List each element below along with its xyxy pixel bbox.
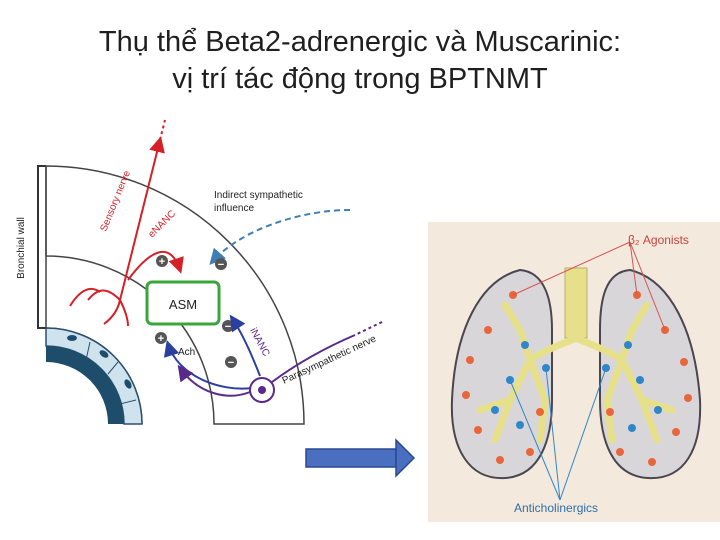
sensory-branch: [69, 287, 101, 307]
plus-sign: +: [159, 256, 165, 268]
sensory-branch: [119, 299, 129, 327]
asm-label: ASM: [169, 297, 197, 312]
cell-divider: [107, 361, 119, 375]
bronchial-diagram: Bronchial wall Sensory nerve eNANC Indir…: [16, 119, 383, 425]
receptor-dots: [462, 291, 692, 466]
enanc-label: eNANC: [146, 208, 178, 240]
cell-divider: [85, 341, 91, 361]
airway-tree: [476, 301, 676, 444]
plus-sign: +: [158, 333, 164, 345]
epithelial-cell: [124, 379, 132, 389]
indirect-sympathetic-label-line1: Indirect sympathetic: [214, 190, 303, 201]
enanc-arrow: [127, 250, 184, 281]
right-lung: [599, 268, 702, 480]
indirect-sympathetic-label-line2: influence: [214, 203, 254, 214]
ach-arrow: [163, 340, 253, 390]
postganglionic-arrow: [177, 364, 251, 397]
cell-divider: [119, 399, 137, 405]
agonist-leader-lines: [512, 241, 666, 331]
sensory-branch: [87, 289, 121, 301]
bronchial-wall-label: Bronchial wall: [16, 217, 27, 279]
epithelial-cell: [99, 350, 109, 358]
minus-sign: −: [225, 321, 231, 333]
ganglion-nucleus: [258, 386, 266, 394]
plus-sign-icon: [156, 255, 168, 267]
title-line-1: Thụ thể Beta2-adrenergic và Muscarinic:: [98, 26, 622, 58]
anticholinergics-label: Anticholinergics: [514, 501, 598, 515]
beta2-agonists-label: β₂ Agonists: [628, 233, 689, 247]
epithelium-dark-band: [46, 346, 124, 424]
parasympathetic-dotted: [354, 321, 383, 336]
epithelial-cell: [67, 335, 77, 341]
minus-sign: −: [228, 357, 234, 369]
anticholinergic-leader-lines: [509, 367, 607, 501]
minus-sign-icon: [215, 258, 227, 270]
page-title: Thụ thể Beta2-adrenergic và Muscarinic: …: [0, 24, 720, 98]
minus-sign-icon: [225, 356, 237, 368]
indirect-sympathetic-arrow: [209, 209, 351, 266]
inanc-arrow: [229, 314, 261, 377]
asm-box: [145, 280, 221, 326]
ach-label: Ach: [178, 347, 195, 358]
title-line-2: vị trí tác động trong BPTNMT: [172, 63, 548, 95]
minus-sign: −: [218, 259, 224, 271]
sensory-nerve-label: Sensory nerve: [99, 169, 134, 233]
transition-arrow-icon: [305, 438, 416, 478]
bronchial-wall-bracket: [37, 165, 46, 329]
sensory-nerve-dotted: [159, 119, 166, 141]
parasympathetic-nerve-line: [271, 334, 356, 383]
trachea: [564, 267, 588, 339]
left-lung: [450, 268, 553, 480]
sensory-branch: [103, 299, 121, 325]
lung-diagram: β₂ Agonists Anticholinergics: [428, 222, 720, 522]
sensory-nerve-line: [119, 136, 165, 301]
